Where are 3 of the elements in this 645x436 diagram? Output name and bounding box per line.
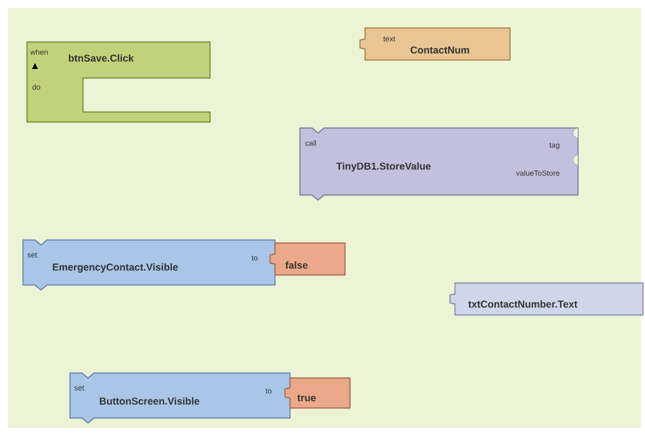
- value-block: false: [269, 242, 346, 276]
- value-block: true: [284, 377, 351, 409]
- getter-block: txtContactNumber.Text: [449, 282, 644, 316]
